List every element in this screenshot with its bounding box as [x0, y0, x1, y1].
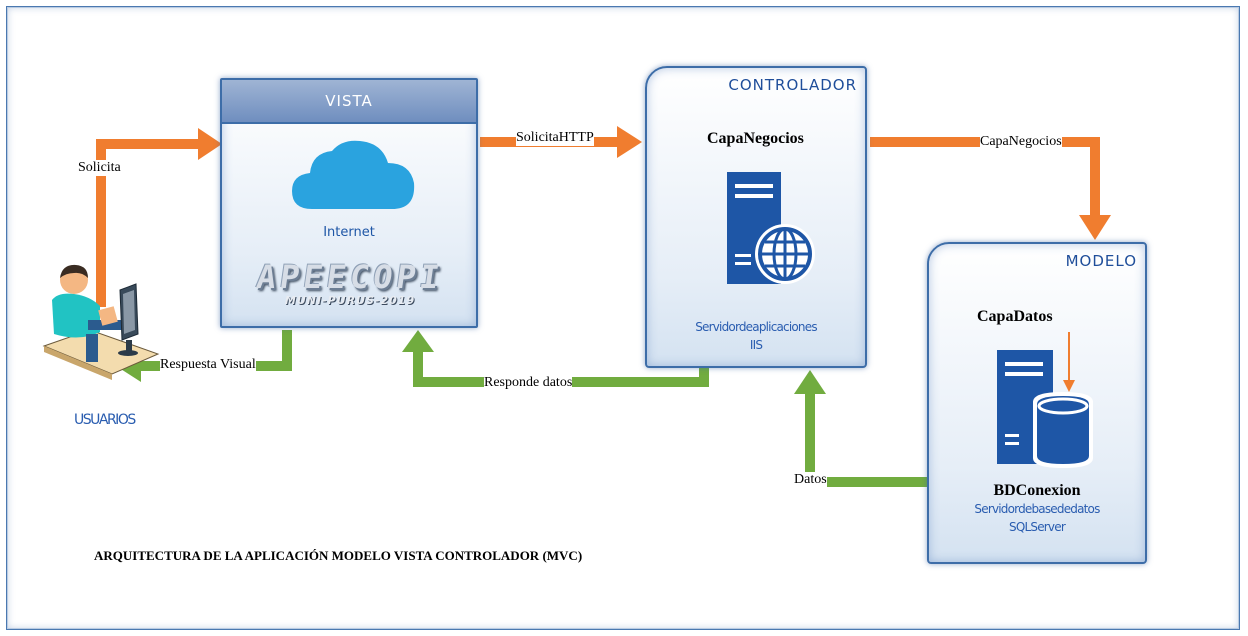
sqlserver-label: SQLServer [1009, 520, 1066, 534]
capa-datos-title: CapaDatos [977, 308, 1053, 325]
modelo-title: MODELO [1065, 252, 1137, 270]
responde-datos-label: Responde datos [484, 375, 573, 391]
respuesta-visual-label: Respuesta Visual [160, 357, 256, 373]
vista-box: VISTA Internet APEECOPI MUNI-PURUS-2019 [220, 78, 478, 328]
user-at-computer-icon [42, 264, 160, 380]
cloud-icon [292, 140, 415, 209]
arrow-capa-negocios [870, 137, 1111, 240]
app-server-label: Servidordeaplicaciones [695, 320, 817, 334]
internet-label: Internet [323, 225, 375, 240]
arrow-datos [794, 370, 927, 487]
solicita-label: Solicita [78, 160, 121, 176]
arrow-solicita [96, 128, 222, 307]
db-server-label: Servidordebasededatos [974, 502, 1100, 516]
apeecopi-logo: APEECOPI MUNI-PURUS-2019 [254, 258, 446, 307]
usuarios-label: USUARIOS [74, 412, 136, 428]
diagram-caption: ARQUITECTURA DE LA APLICACIÓN MODELO VIS… [94, 548, 583, 563]
web-server-icon [727, 172, 815, 284]
modelo-box: MODELO CapaDatos BDConexion Servidordeba… [927, 242, 1147, 564]
controlador-title: CONTROLADOR [728, 76, 857, 94]
database-server-icon [997, 332, 1093, 468]
solicita-http-label: SolicitaHTTP [516, 130, 594, 146]
controlador-box: CONTROLADOR CapaNegocios Servidordeaplic… [645, 66, 867, 368]
capa-negocios-label: CapaNegocios [980, 134, 1062, 150]
bdconexion-title: BDConexion [993, 482, 1081, 499]
datos-label: Datos [794, 472, 827, 488]
vista-title: VISTA [222, 80, 476, 124]
capa-negocios-title: CapaNegocios [707, 130, 804, 147]
iis-label: IIS [749, 338, 763, 352]
